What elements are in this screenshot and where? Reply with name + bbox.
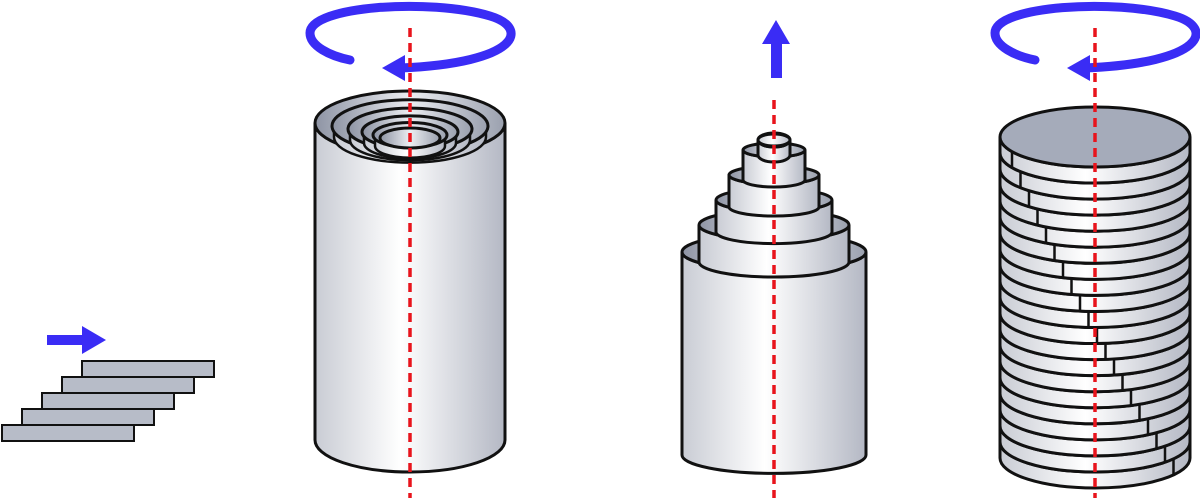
translate-up-arrow-shaft-icon [771,40,782,78]
stacked-discs-panel [990,1,1200,498]
rotation-arrowhead-icon [1067,55,1090,81]
rotation-arrow-icon [990,1,1200,73]
translate-up-arrowhead-icon [762,20,790,44]
rotation-arrow-icon [305,1,516,73]
rotation-arrowhead-icon [382,55,405,81]
translate-arrow-shaft-icon [47,335,85,345]
telescoping-cylinders-panel [680,20,868,498]
stacked-plates-panel [1,326,215,442]
nested-cylinders-panel [305,1,516,498]
translate-arrowhead-icon [82,326,106,354]
plate [81,360,215,378]
plate [1,424,135,442]
plate [41,392,175,410]
plate [21,408,155,426]
plate [61,376,195,394]
